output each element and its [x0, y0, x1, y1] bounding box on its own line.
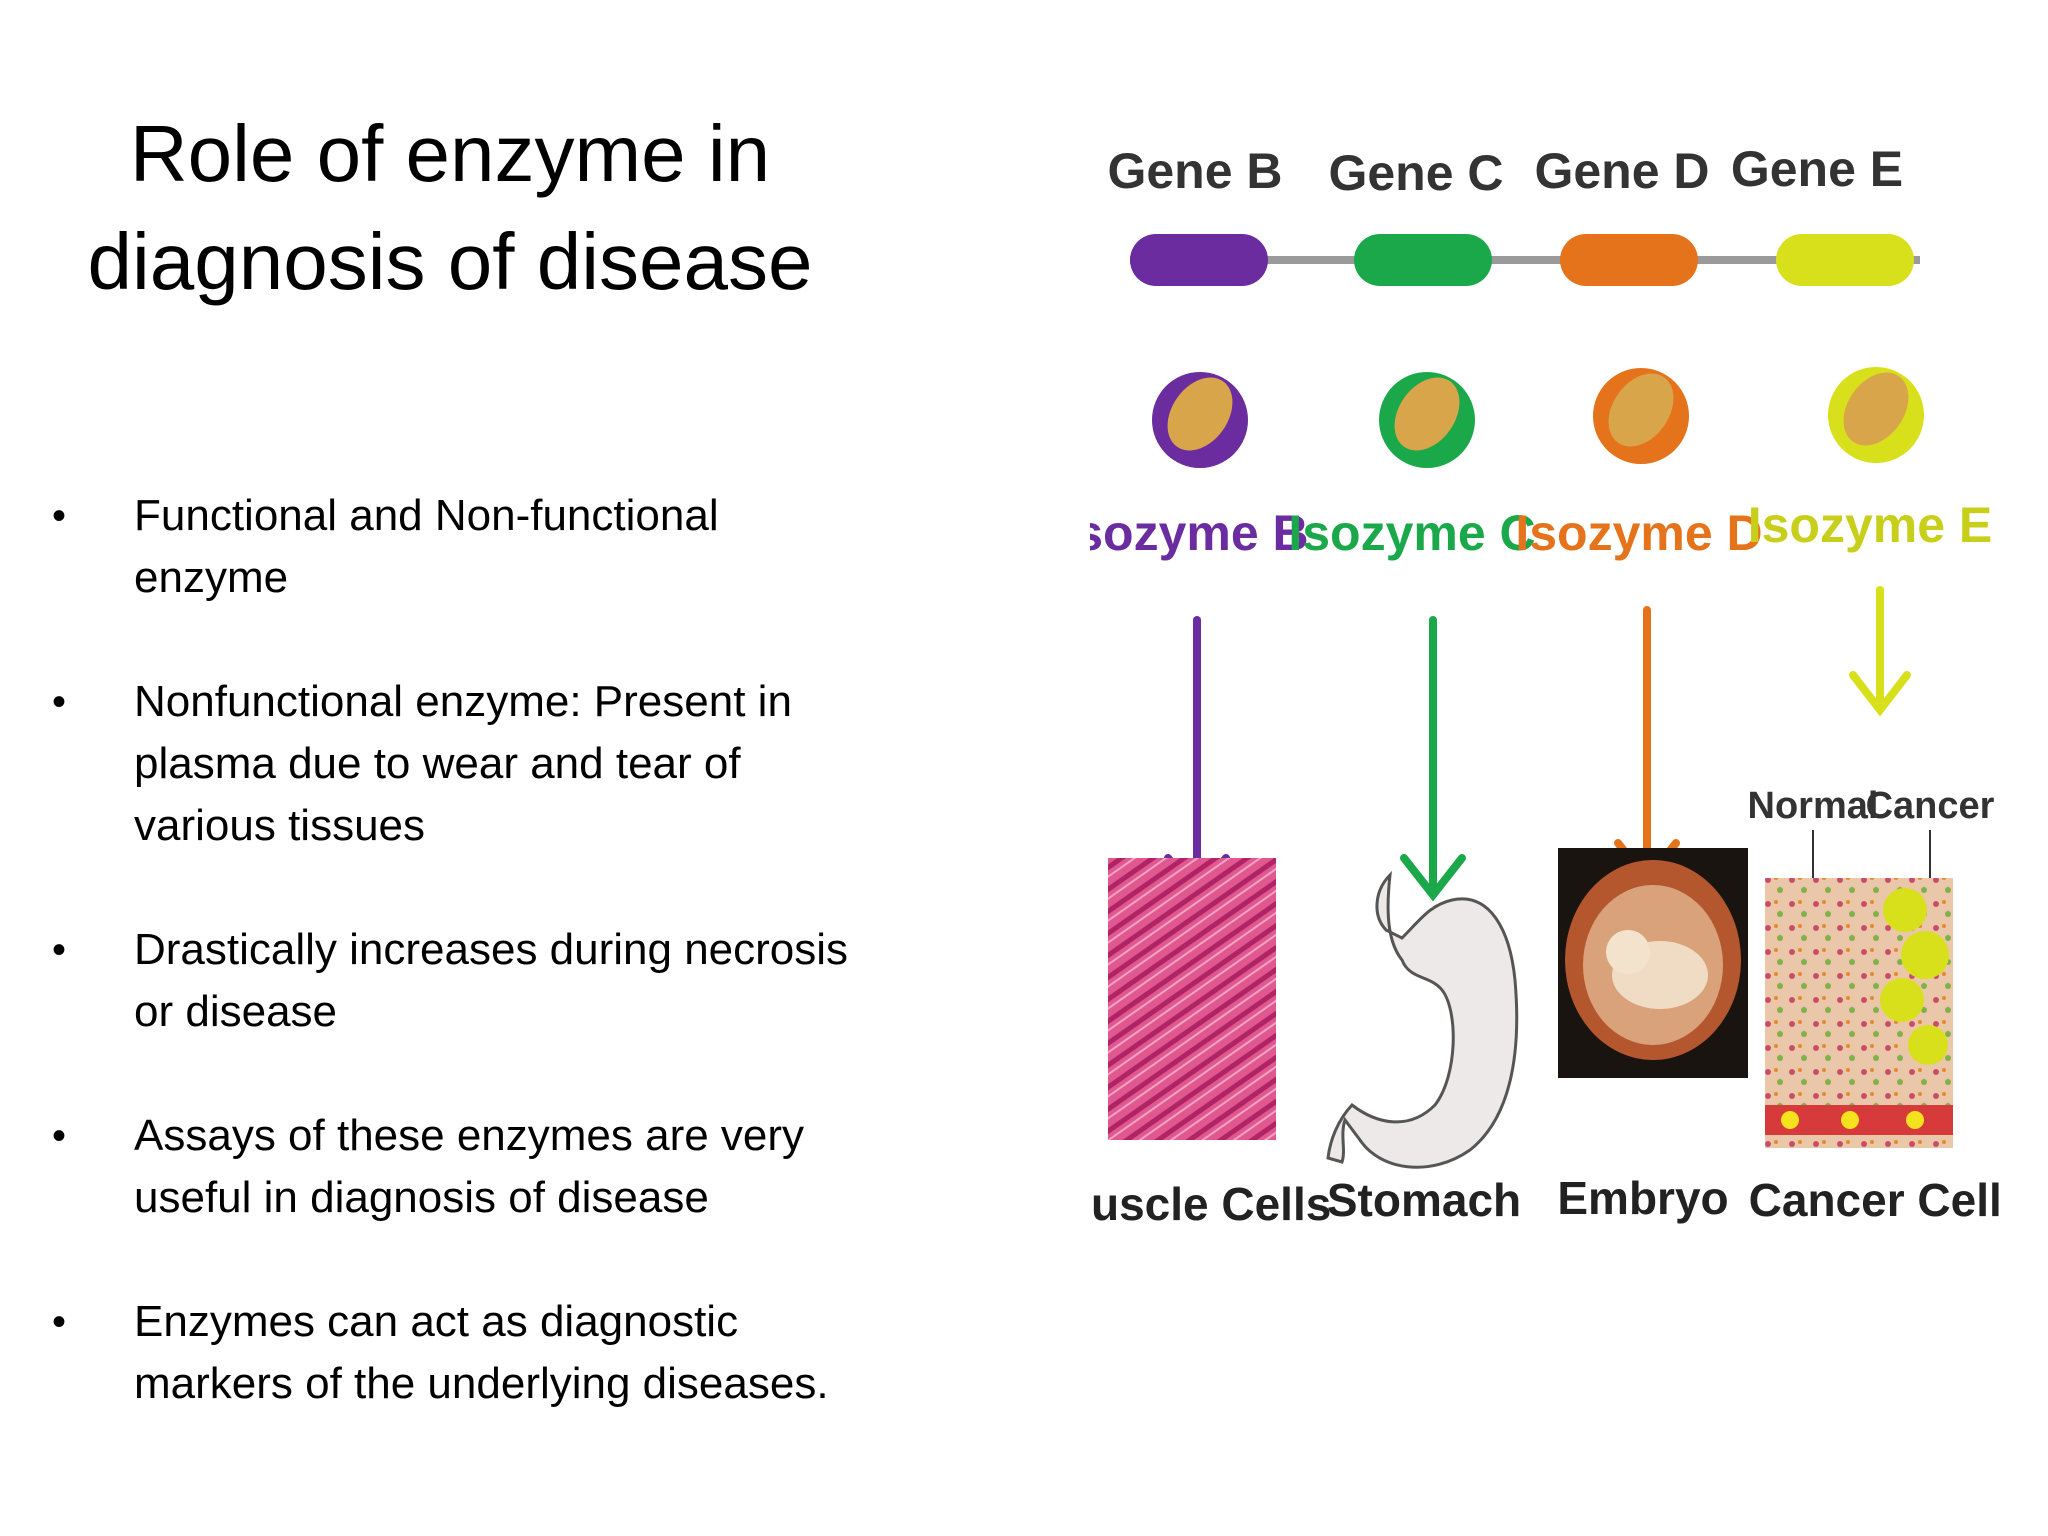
bullet-icon: •	[52, 680, 67, 724]
stomach-image	[1326, 870, 1519, 1169]
bullet-item: • Enzymes can act as diagnostic markers …	[52, 1291, 872, 1415]
isozyme-label: Isozyme D	[1515, 505, 1762, 561]
bullet-text: Functional and Non-functional enzyme	[134, 491, 719, 602]
bullet-icon: •	[52, 1114, 67, 1158]
tissue-label: Embryo	[1557, 1172, 1728, 1224]
isozyme-label: Isozyme B	[1090, 505, 1309, 561]
cancer-label: Cancer	[1866, 785, 1995, 827]
isozyme-c-icon	[1379, 372, 1475, 468]
normal-label: Normal	[1748, 785, 1879, 827]
tissue-label: Stomach	[1327, 1174, 1521, 1226]
bullet-text: Assays of these enzymes are very useful …	[134, 1111, 805, 1222]
isozyme-diagram: Gene B Gene C Gene D Gene E Isozyme B Is…	[1090, 130, 2000, 1260]
isozyme-label: Isozyme E	[1748, 497, 1993, 553]
gene-label: Gene B	[1107, 143, 1282, 199]
muscle-cells-image	[1108, 858, 1276, 1140]
gene-e-segment	[1776, 234, 1914, 286]
gene-label: Gene C	[1328, 145, 1503, 201]
isozyme-d-icon	[1593, 368, 1689, 464]
arrow-down-icon	[1164, 616, 1230, 902]
bullet-item: • Nonfunctional enzyme: Present in plasm…	[52, 671, 872, 857]
isozyme-diagram-svg: Gene B Gene C Gene D Gene E Isozyme B Is…	[1090, 141, 2000, 1230]
gene-c-segment	[1354, 234, 1492, 286]
gene-label: Gene E	[1731, 141, 1903, 197]
bullet-list: • Functional and Non-functional enzyme •…	[52, 485, 872, 1477]
embryo-image	[1558, 848, 1748, 1078]
bullet-icon: •	[52, 494, 67, 538]
bullet-text: Drastically increases during necrosis or…	[134, 925, 849, 1036]
tissue-label: Muscle Cells	[1090, 1178, 1331, 1230]
isozyme-label: Isozyme C	[1288, 505, 1535, 561]
gene-d-segment	[1560, 234, 1698, 286]
gene-label: Gene D	[1534, 143, 1709, 199]
bullet-item: • Assays of these enzymes are very usefu…	[52, 1105, 872, 1229]
bullet-item: • Functional and Non-functional enzyme	[52, 485, 872, 609]
arrow-down-icon	[1400, 616, 1466, 902]
isozyme-e-icon	[1828, 367, 1924, 463]
bullet-icon: •	[52, 928, 67, 972]
bullet-icon: •	[52, 1300, 67, 1344]
arrow-down-icon	[1849, 586, 1911, 717]
cancer-cells-image	[1765, 878, 1953, 1148]
gene-b-segment	[1130, 234, 1268, 286]
isozyme-b-icon	[1152, 372, 1248, 468]
bullet-item: • Drastically increases during necrosis …	[52, 919, 872, 1043]
bullet-text: Enzymes can act as diagnostic markers of…	[134, 1297, 829, 1408]
slide-title: Role of enzyme in diagnosis of disease	[87, 109, 813, 306]
arrow-down-icon	[1614, 606, 1680, 887]
bullet-text: Nonfunctional enzyme: Present in plasma …	[134, 677, 792, 850]
tissue-label: Cancer Cells	[1749, 1174, 2000, 1226]
